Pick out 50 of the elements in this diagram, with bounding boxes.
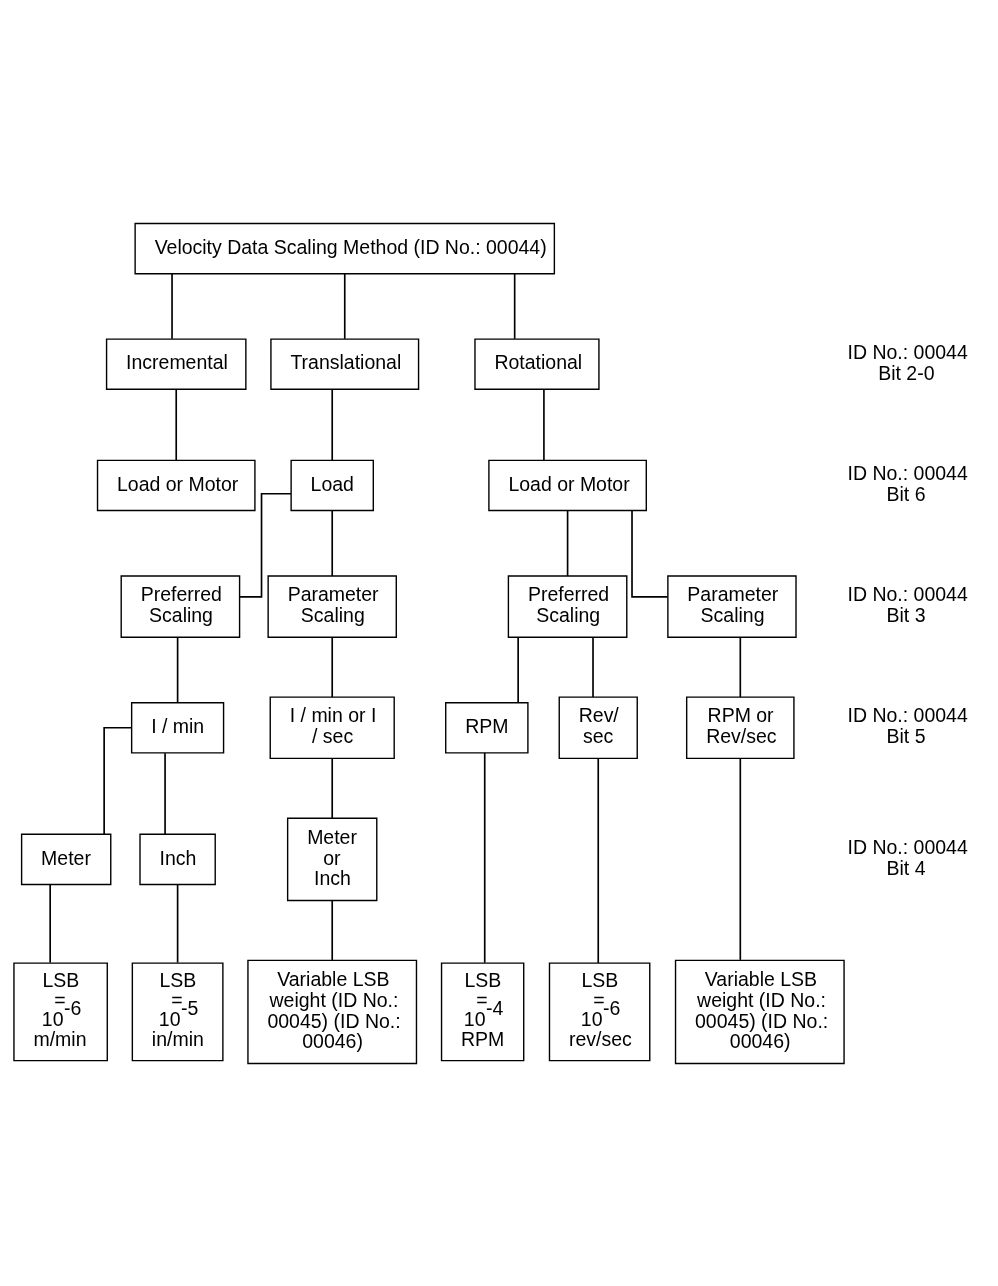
label: ID No.: 00044 Bit 2-0 (847, 340, 968, 384)
node-box: I / min or I / sec (269, 695, 395, 759)
node-box: RPM (445, 701, 529, 754)
connector (343, 272, 346, 340)
label: ID No.: 00044 Bit 3 (847, 582, 968, 626)
node-box: Variable LSB weight (ID No.: 00045) (ID No.: 00046) (674, 959, 845, 1064)
connector (331, 899, 334, 961)
connector (592, 636, 594, 698)
connector (517, 636, 519, 703)
label: ID No.: 00044 Bit 5 (847, 703, 968, 747)
connector (176, 883, 179, 963)
node-box: Load (290, 459, 374, 511)
node-box: RPM or Rev/sec (686, 695, 795, 759)
label: ID No.: 00044 Bit 4 (847, 835, 968, 879)
connector (238, 492, 292, 598)
connector (739, 757, 742, 961)
connector (164, 751, 166, 835)
connector (171, 272, 173, 340)
node-box: Parameter Scaling (267, 574, 397, 638)
node-box: Meter (20, 833, 112, 885)
node-box: Variable LSB weight (ID No.: 00045) (ID No.: 00046) (247, 959, 418, 1064)
node-box: Rev/ sec (558, 695, 638, 759)
connector (631, 509, 669, 598)
node-box: Velocity Data Scaling Method (ID No.: 00044) (134, 222, 556, 274)
connector (176, 636, 179, 703)
connector (543, 388, 545, 461)
node-box: I / min (130, 701, 225, 754)
connector (103, 726, 133, 835)
node-box: Load or Motor (96, 459, 256, 511)
connector (331, 509, 334, 577)
label: ID No.: 00044 Bit 6 (847, 461, 968, 505)
connector (597, 757, 600, 964)
connector (739, 636, 742, 698)
node-box: Preferred Scaling (120, 574, 241, 638)
connector (175, 388, 178, 461)
connector (331, 757, 334, 819)
node-box: Load or Motor (488, 459, 647, 511)
connector (49, 883, 51, 963)
connector (331, 636, 334, 698)
connector (566, 509, 569, 577)
node-box: Inch (139, 833, 216, 885)
connector (331, 388, 334, 461)
node-box: Incremental (105, 337, 247, 390)
node-box: Parameter Scaling (667, 574, 797, 638)
node-box: Preferred Scaling (507, 574, 628, 638)
node-box: Meter or Inch (286, 817, 378, 901)
node-box: Rotational (474, 337, 600, 390)
node-box: Translational (270, 337, 420, 390)
connector (483, 751, 486, 964)
connector (513, 272, 516, 340)
